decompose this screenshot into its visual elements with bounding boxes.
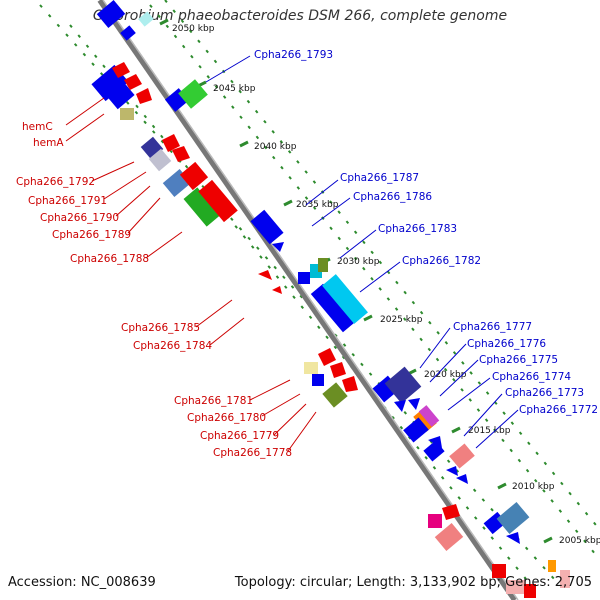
gene-label: Cpha266_1775 bbox=[479, 354, 558, 366]
gene-arrow bbox=[506, 532, 520, 544]
gene-label: Cpha266_1778 bbox=[213, 447, 292, 459]
gene-arrow bbox=[408, 398, 420, 410]
gene-arrow bbox=[162, 134, 180, 152]
gene-arrow bbox=[172, 146, 190, 162]
gene-arrow bbox=[272, 242, 284, 252]
gene-arrow bbox=[446, 466, 458, 476]
right-label-leaders bbox=[205, 55, 519, 449]
gene-block bbox=[384, 366, 422, 404]
genome-stats-text: Topology: circular; Length: 3,133,902 bp… bbox=[234, 575, 592, 590]
scale-label: 2015 kbp bbox=[468, 426, 511, 436]
gene-block bbox=[183, 187, 221, 227]
gene-arrow bbox=[442, 504, 460, 520]
gene-block bbox=[179, 161, 209, 191]
gene-block bbox=[120, 108, 134, 120]
gene-label: Cpha266_1786 bbox=[353, 191, 432, 203]
gene-arrow bbox=[136, 88, 152, 104]
accession-text: Accession: NC_008639 bbox=[8, 575, 156, 590]
gene-arrow bbox=[456, 474, 468, 484]
gene-block bbox=[322, 382, 348, 408]
gene-block bbox=[107, 82, 135, 110]
gene-block bbox=[506, 580, 526, 594]
gene-features bbox=[91, 0, 570, 598]
inner-left-track bbox=[69, 24, 536, 591]
gene-block bbox=[322, 274, 368, 324]
gene-block bbox=[312, 374, 324, 386]
scale-label: 2020 kbp bbox=[424, 370, 467, 380]
gene-label: Cpha266_1781 bbox=[174, 395, 253, 407]
gene-label: Cpha266_1792 bbox=[16, 176, 95, 188]
gene-block bbox=[428, 514, 442, 528]
scale-label: 2010 kbp bbox=[512, 482, 555, 492]
gene-arrow bbox=[258, 270, 272, 280]
scale-label: 2030 kbp bbox=[337, 257, 380, 267]
gene-label: Cpha266_1788 bbox=[70, 253, 149, 265]
gene-arrow bbox=[318, 348, 336, 366]
gene-block bbox=[310, 283, 356, 333]
gene-label: Cpha266_1783 bbox=[378, 223, 457, 235]
scale-ticks bbox=[159, 18, 553, 544]
gene-block bbox=[434, 523, 464, 551]
gene-block bbox=[138, 11, 154, 27]
gene-block bbox=[418, 405, 440, 427]
gene-block bbox=[492, 564, 506, 578]
gene-arrow bbox=[112, 62, 130, 78]
inner-right-track bbox=[149, 4, 600, 561]
gene-label: Cpha266_1782 bbox=[402, 255, 481, 267]
gene-arrow bbox=[330, 362, 346, 378]
gene-label: Cpha266_1773 bbox=[505, 387, 584, 399]
gene-label: Cpha266_1793 bbox=[254, 49, 333, 61]
gene-block bbox=[524, 584, 536, 598]
gene-label: Cpha266_1785 bbox=[121, 322, 200, 334]
gene-arrow bbox=[342, 376, 358, 392]
gene-block bbox=[198, 179, 238, 223]
gene-block bbox=[304, 362, 318, 374]
gene-arrow bbox=[272, 286, 282, 294]
gene-block bbox=[449, 443, 475, 469]
scale-label: 2005 kbp bbox=[559, 536, 600, 546]
gene-block bbox=[250, 209, 284, 245]
scale-label: 2050 kbp bbox=[172, 24, 215, 34]
gene-block bbox=[318, 258, 328, 272]
gene-arrow bbox=[394, 400, 406, 412]
scale-label: 2035 kbp bbox=[296, 200, 339, 210]
gene-arrow bbox=[124, 74, 142, 90]
gene-label: Cpha266_1777 bbox=[453, 321, 532, 333]
map-title: Chlorobium phaeobacteroides DSM 266, com… bbox=[92, 8, 508, 24]
gene-block bbox=[548, 560, 556, 572]
gene-block bbox=[413, 407, 437, 433]
gene-block bbox=[423, 440, 445, 462]
gene-block bbox=[148, 148, 172, 172]
gene-label: Cpha266_1787 bbox=[340, 172, 419, 184]
gene-block bbox=[120, 25, 136, 41]
gene-block bbox=[496, 501, 530, 535]
gene-label: Cpha266_1774 bbox=[492, 371, 571, 383]
gene-label: Cpha266_1784 bbox=[133, 340, 212, 352]
gene-label: Cpha266_1779 bbox=[200, 430, 279, 442]
gene-block bbox=[298, 272, 310, 284]
gene-label: Cpha266_1790 bbox=[40, 212, 119, 224]
gene-label: Cpha266_1772 bbox=[519, 404, 598, 416]
left-label-leaders bbox=[65, 97, 317, 452]
gene-block bbox=[560, 570, 570, 588]
gene-label: Cpha266_1791 bbox=[28, 195, 107, 207]
scale-label: 2045 kbp bbox=[213, 84, 256, 94]
gene-block bbox=[96, 0, 126, 28]
gene-block bbox=[403, 417, 429, 443]
gene-label: Cpha266_1789 bbox=[52, 229, 131, 241]
gene-label: hemC bbox=[22, 121, 53, 133]
gene-label: Cpha266_1780 bbox=[187, 412, 266, 424]
gene-label: Cpha266_1776 bbox=[467, 338, 546, 350]
scale-label: 2025 kbp bbox=[380, 315, 423, 325]
gene-block bbox=[178, 79, 208, 109]
scale-label: 2040 kbp bbox=[254, 142, 297, 152]
gene-label: hemA bbox=[33, 137, 64, 149]
